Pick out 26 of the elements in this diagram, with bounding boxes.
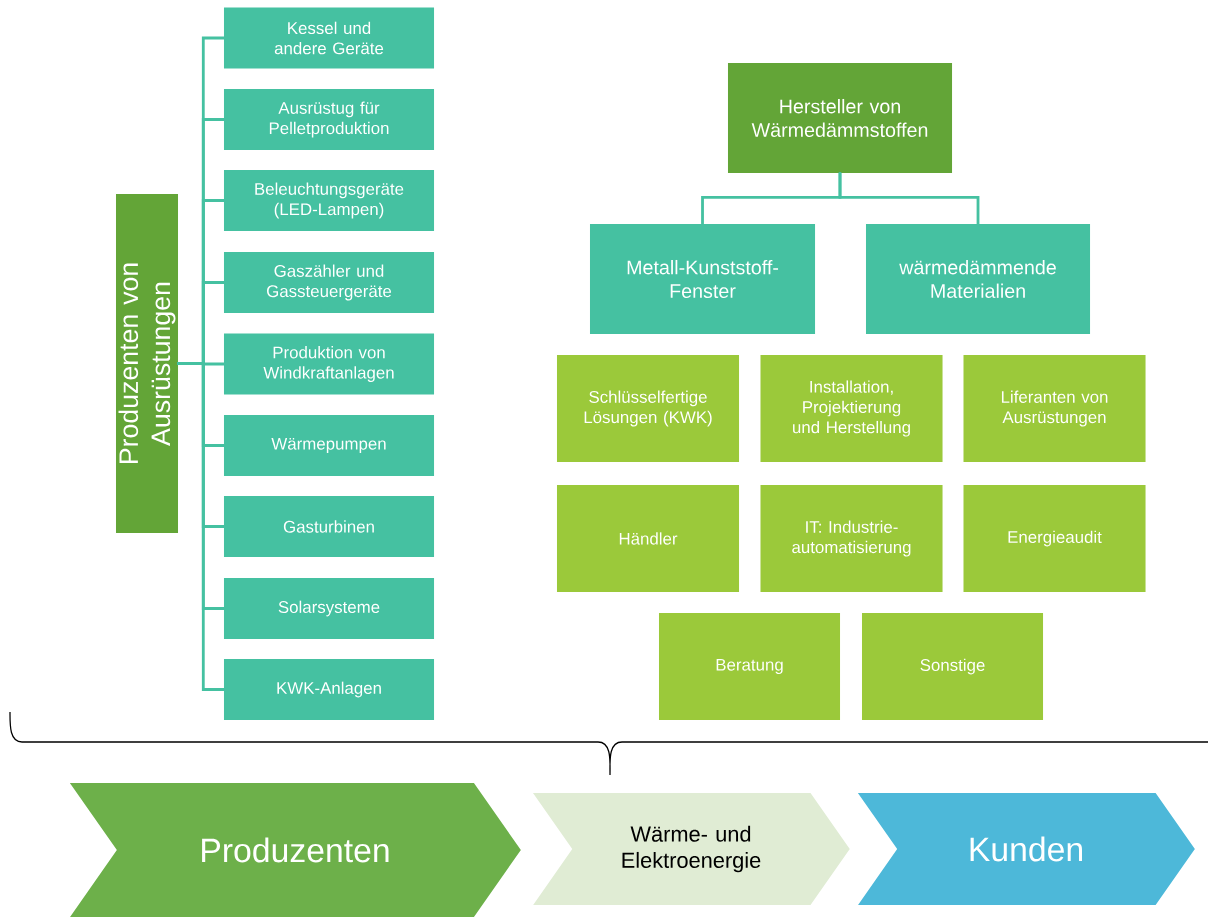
- category-box: Beleuchtungsgeräte (LED-Lampen): [224, 170, 435, 231]
- category-box: Installation, Projektierung und Herstellung: [760, 355, 943, 462]
- category-box: Gasturbinen: [224, 496, 435, 557]
- category-box: Sonstige: [862, 613, 1044, 720]
- category-box: Liferanten von Ausrüstungen: [963, 355, 1146, 462]
- category-box: IT: Industrie-automatisierung: [760, 485, 943, 592]
- category-box: Hersteller von Wärmedämmstoffen: [728, 63, 953, 173]
- category-box: Kessel und andere Geräte: [224, 7, 435, 69]
- category-box: Händler: [557, 485, 740, 592]
- category-box: Wärmepumpen: [224, 415, 435, 476]
- category-box: Gaszähler und Gassteuergeräte: [224, 252, 435, 313]
- category-box: Beratung: [659, 613, 841, 720]
- category-box: KWK-Anlagen: [224, 659, 435, 720]
- category-box: wärmedämmende Materialien: [866, 224, 1091, 334]
- category-box: Solarsysteme: [224, 578, 435, 639]
- category-box: Schlüsselfertige Lösungen (KWK): [557, 355, 740, 462]
- process-step: Kunden: [853, 790, 1198, 908]
- category-box: Produktion von Windkraftanlagen: [224, 333, 435, 395]
- process-step: Wärme- und Elektroenergie: [529, 790, 853, 908]
- connector-line: [838, 171, 980, 226]
- connector-line: [176, 362, 226, 691]
- category-box: Metall-Kunststoff-Fenster: [590, 224, 816, 334]
- category-box: Ausrüstug für Pelletproduktion: [224, 89, 435, 150]
- process-step: Produzenten: [65, 780, 524, 920]
- category-box: Produzenten von Ausrüstungen: [116, 193, 178, 534]
- category-box: Energieaudit: [963, 485, 1146, 592]
